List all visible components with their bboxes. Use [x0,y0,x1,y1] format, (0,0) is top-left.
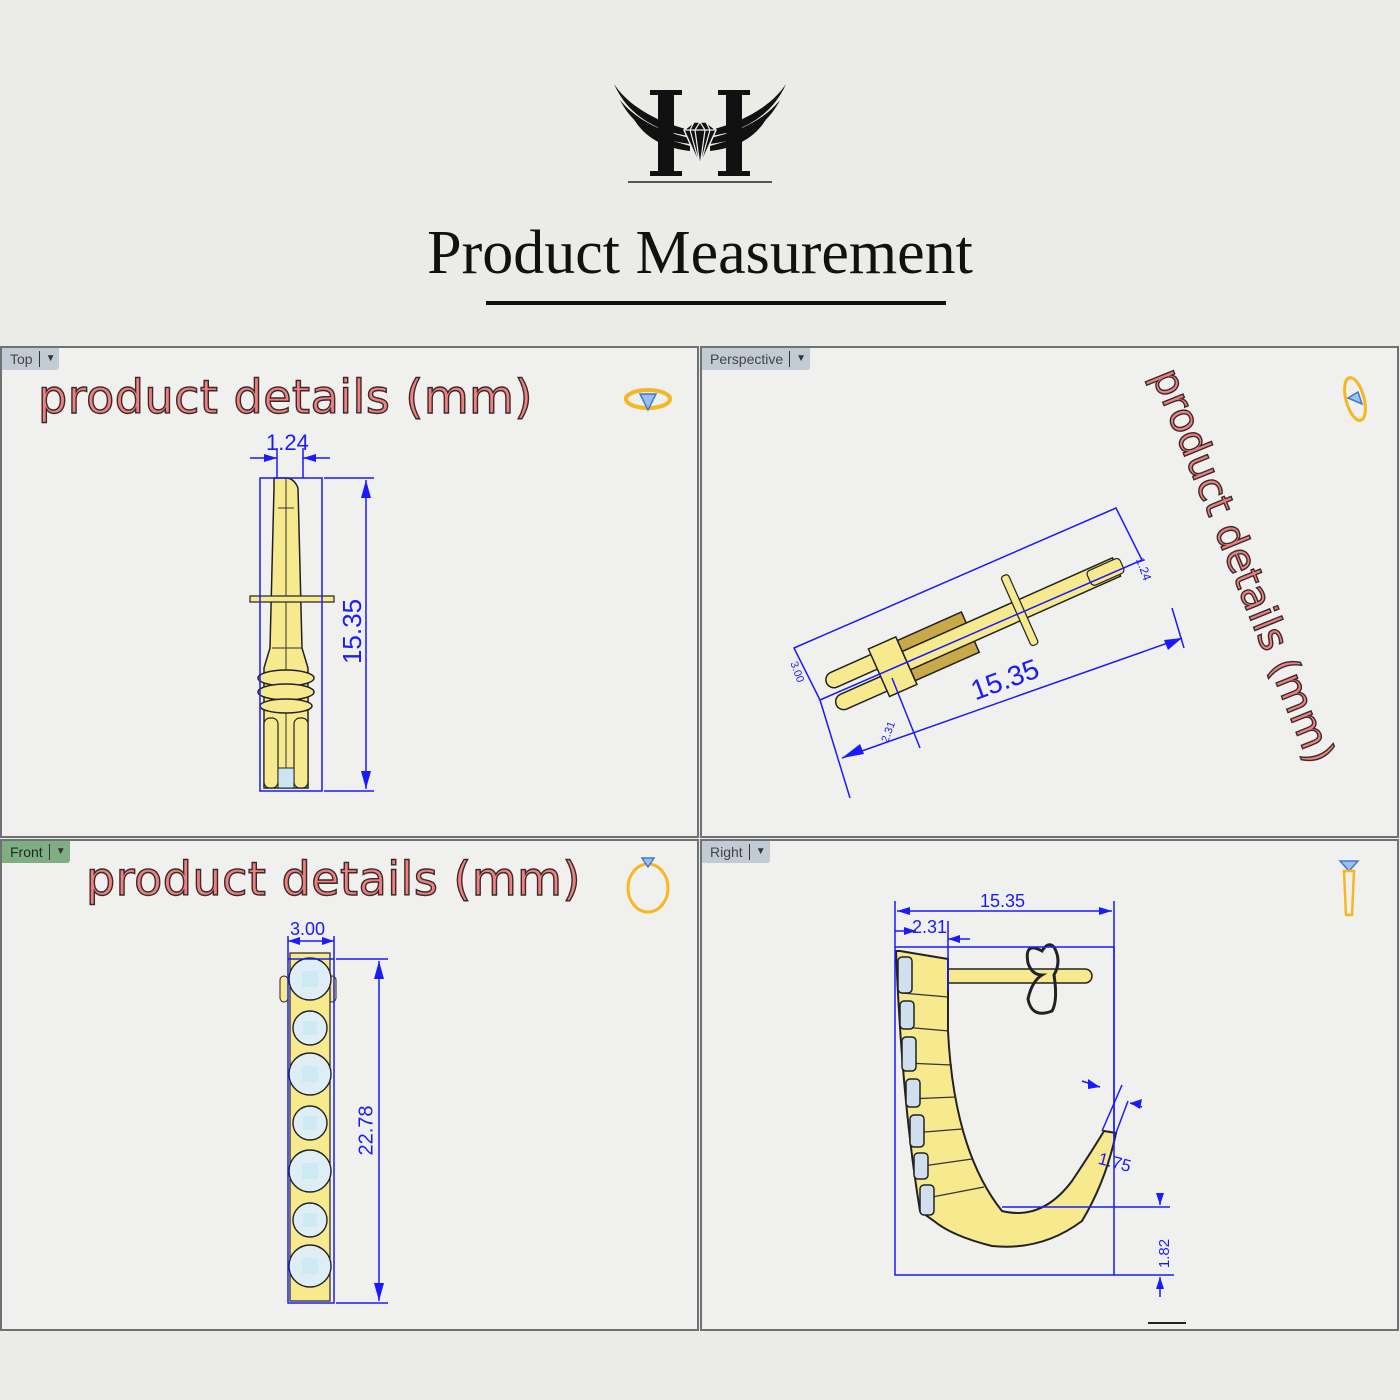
earring-front-drawing [279,857,670,1304]
ring-side-view-icon [1338,860,1360,917]
dropdown-arrow-icon[interactable]: ▼ [796,353,807,364]
viewport-top[interactable]: Top ▼ product details (mm) [0,346,699,838]
dimension-head-width: 2.31 [912,917,948,937]
viewport-right[interactable]: Right ▼ [700,839,1399,1331]
dropdown-arrow-icon[interactable]: ▼ [55,846,66,857]
viewport-label: Right [710,844,743,860]
ring-perspective-icon [1343,376,1367,422]
earring-top-drawing [249,388,672,792]
title-underline [486,301,946,305]
viewport-tab-right[interactable]: Right ▼ [702,841,770,863]
ring-front-view-icon [626,857,670,914]
brand-logo [610,78,790,188]
dimension-length: 15.35 [337,598,368,665]
earring-right-drawing [894,860,1360,1297]
viewport-tab-top[interactable]: Top ▼ [2,348,60,370]
dimension-width: 1.24 [266,430,309,455]
viewport-perspective[interactable]: Perspective ▼ product details (mm) [700,346,1399,838]
dimension-height: 22.78 [355,1105,378,1156]
viewport-label: Top [10,351,33,367]
watermark-text: product details (mm) [85,851,581,906]
viewport-tab-perspective[interactable]: Perspective ▼ [702,348,811,370]
winged-diamond-logo-icon [614,84,786,183]
stray-line [1148,1322,1186,1324]
watermark-text: product details (mm) [37,369,533,424]
dimension-length: 15.35 [980,891,1026,911]
viewport-label: Front [10,844,43,860]
page-title: Product Measurement [427,219,973,287]
viewport-label: Perspective [710,351,784,367]
dropdown-arrow-icon[interactable]: ▼ [755,846,766,857]
dimension-width: 3.00 [290,919,326,939]
dropdown-arrow-icon[interactable]: ▼ [45,353,56,364]
viewport-tab-front[interactable]: Front ▼ [2,841,70,863]
dimension-bottom-gap: 1.82 [1156,1238,1174,1269]
viewport-front[interactable]: Front ▼ product details (mm) [0,839,699,1331]
ring-top-view-icon [624,388,672,412]
earring-perspective-drawing [792,376,1367,799]
